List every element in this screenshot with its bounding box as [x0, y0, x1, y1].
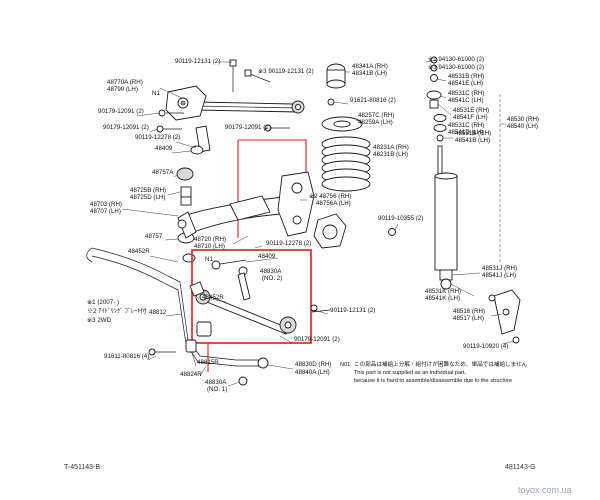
part-label: 48541C (LH) [448, 97, 483, 104]
part-label: 90179-12091 (2) [294, 336, 340, 343]
part-label: 48531C (RH) [448, 90, 484, 97]
stabilizer-bar [86, 247, 262, 367]
bump-stop [326, 63, 346, 106]
leader-lines [121, 59, 515, 387]
part-label: 91611-80816 (4) [104, 353, 149, 360]
part-label: 48703 (RH) [90, 201, 122, 208]
part-label: 48531J (RH) [482, 265, 517, 272]
part-label: 48756A (LH) [316, 200, 351, 207]
part-label: ※1 (2007- ) [87, 299, 119, 306]
part-label: 48257C (RH) [358, 112, 394, 119]
part-label: 48531B (RH) [448, 73, 484, 80]
part-label: 48824R [180, 371, 202, 378]
part-label: 48541F (LH) [453, 114, 488, 121]
part-label: 90119-10355 (2) [378, 215, 423, 222]
part-label: 90179-12091 (2) [225, 124, 271, 131]
part-label: 48541D (LH) [448, 129, 483, 136]
note-line-english-1: This part is not supplied as an individu… [354, 370, 466, 376]
part-label: 90179-12091 (2) [103, 124, 149, 131]
shock-absorber-top-parts [426, 56, 447, 142]
part-label: ※2 48756 (RH) [309, 193, 351, 200]
part-label: (NO. 1) [207, 386, 227, 393]
part-label: 90119-12278 (2) [135, 134, 180, 141]
part-label: 48725B (RH) [130, 187, 166, 194]
part-label: 91621-80816 (2) [350, 97, 396, 104]
part-label: (NO. 2) [262, 275, 282, 282]
part-label: 48812 [149, 309, 167, 316]
part-label: 48259A (LH) [358, 119, 393, 126]
upper-control-arm [189, 97, 305, 114]
part-label: T-451143-B [64, 464, 100, 471]
part-label: ※2 ｱｲﾄﾞﾘﾝｸﾞ ﾌﾞﾚｰｷ付 [87, 307, 146, 315]
part-label: 48531E (RH) [453, 107, 489, 114]
note-block: N01 この部品は補給上分解・組付けが困難なため、単品では補給しません This… [340, 360, 528, 384]
coil-spring [321, 136, 371, 192]
part-label: 48452R [128, 248, 150, 255]
part-label: 48725D (LH) [130, 194, 165, 201]
stabilizer-bushings [148, 321, 269, 386]
part-label: 48541K (LH) [425, 295, 460, 302]
part-label: 48531C (RH) [448, 122, 484, 129]
part-label: 48770A (RH) [107, 79, 143, 86]
part-label: 481143-G [505, 464, 536, 471]
part-label: 90119-10920 (4) [463, 343, 508, 350]
part-label: ※1 94130-61000 (2) [428, 56, 484, 63]
part-label: 48707 (LH) [90, 208, 121, 215]
part-label: 48452R [202, 294, 224, 301]
part-label: 48720 (RH) [194, 236, 226, 243]
lower-shock-mount [388, 228, 521, 344]
bolts-upper-left [156, 59, 290, 133]
bushings-left-stack [176, 145, 204, 263]
part-label: 48830D (RH) [295, 361, 331, 368]
note-line-english-2: because it is hard to assemble/disassemb… [354, 378, 512, 384]
part-label: ※3 2WD [87, 317, 112, 324]
note-line-japanese: この部品は補給上分解・組付けが困難なため、単品では補給しません [354, 360, 528, 368]
part-label: 48517 (LH) [453, 315, 484, 322]
part-label: 48830A [260, 268, 282, 275]
part-label: 90119-12131 (2) [330, 307, 375, 314]
part-label: 48830A [205, 379, 227, 386]
part-label: 48531B (RH) [455, 130, 491, 137]
red-reference-lines [207, 139, 307, 372]
part-label: 48530 (RH) [507, 116, 539, 123]
part-label: 48541J (LH) [482, 272, 516, 279]
part-label: 48840A (LH) [295, 369, 330, 376]
part-label: ※3 90119-12131 (2) [258, 68, 314, 75]
part-label: 48757 [145, 233, 163, 240]
part-label: 48341B (LH) [352, 70, 387, 77]
part-label: 48341A (RH) [352, 63, 388, 70]
note-marker: N01 [340, 362, 350, 368]
part-label: 48516 (RH) [453, 308, 485, 315]
spring-seat [321, 116, 363, 132]
brake-plate [313, 213, 347, 249]
part-label: 48710 (LH) [194, 243, 225, 250]
part-label: 48409 [258, 253, 276, 260]
part-label: 48531K (RH) [425, 288, 461, 295]
part-label: 48815R [197, 359, 219, 366]
shock-absorber [434, 145, 458, 290]
watermark: toyox.com.ua [518, 485, 572, 495]
part-label: N1 [205, 256, 213, 263]
knuckle [229, 171, 315, 237]
part-label: 90119-12131 (2) [175, 58, 220, 65]
part-label: ※3 94130-61000 (2) [428, 64, 484, 71]
part-label: 48541E (LH) [448, 80, 483, 87]
part-label: 48231B (LH) [373, 151, 408, 158]
part-label: 90119-12278 (2) [266, 240, 311, 247]
part-label: 48541B (LH) [455, 137, 490, 144]
part-label: 48409 [155, 145, 173, 152]
part-label: N1 [152, 90, 160, 97]
part-label: 48540 (LH) [507, 123, 538, 130]
part-number-labels: 90119-12131 (2) ※3 90119-12131 (2) 48770A … [64, 56, 539, 471]
highlighted-lateral-rod-group [191, 249, 331, 344]
part-label: 48757A [152, 169, 174, 176]
part-label: 48231A (RH) [373, 144, 409, 151]
part-label: 48790 (LH) [107, 86, 138, 93]
part-label: 90179-12091 (2) [98, 108, 144, 115]
upper-arm-bracket [165, 85, 211, 153]
